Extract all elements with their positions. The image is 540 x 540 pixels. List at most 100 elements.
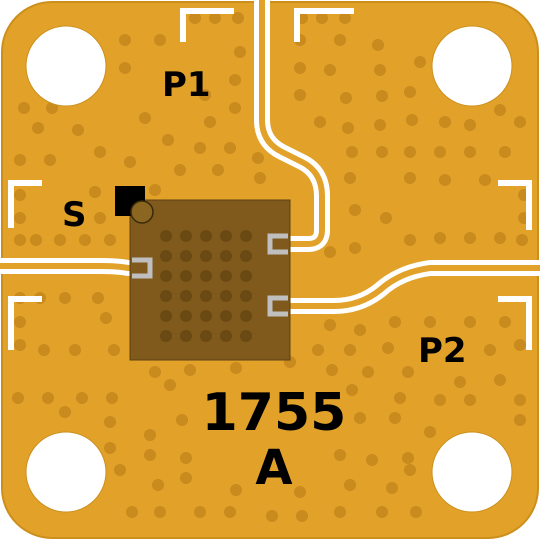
via xyxy=(389,316,401,328)
via xyxy=(234,46,246,58)
via xyxy=(494,374,506,386)
via xyxy=(324,64,336,76)
via xyxy=(162,134,174,146)
via xyxy=(434,394,446,406)
via xyxy=(514,339,526,351)
via xyxy=(354,412,366,424)
label-revision: A xyxy=(255,440,292,496)
mounting-hole-top-right xyxy=(431,25,513,107)
via xyxy=(199,89,211,101)
via xyxy=(154,34,166,46)
via xyxy=(209,12,221,24)
chip-via xyxy=(160,290,172,302)
via xyxy=(349,242,361,254)
via xyxy=(14,234,26,246)
chip-via xyxy=(200,270,212,282)
via xyxy=(464,394,476,406)
via xyxy=(344,479,356,491)
via xyxy=(108,344,120,356)
chip-via xyxy=(200,250,212,262)
via xyxy=(59,406,71,418)
via xyxy=(204,116,216,128)
chip-via xyxy=(240,310,252,322)
via xyxy=(119,62,131,74)
via xyxy=(230,484,242,496)
via xyxy=(514,414,526,426)
chip-via xyxy=(160,230,172,242)
via xyxy=(372,39,384,51)
via xyxy=(349,204,361,216)
via xyxy=(514,116,526,128)
via xyxy=(326,364,338,376)
via xyxy=(46,102,58,114)
via xyxy=(464,146,476,158)
via xyxy=(494,232,506,244)
chip-via xyxy=(220,270,232,282)
via xyxy=(339,12,351,24)
chip-via xyxy=(200,230,212,242)
chip-via xyxy=(220,230,232,242)
via xyxy=(410,506,422,518)
via xyxy=(439,116,451,128)
via xyxy=(344,172,356,184)
via xyxy=(69,344,81,356)
via xyxy=(224,142,236,154)
chip-via xyxy=(240,230,252,242)
via xyxy=(230,362,242,374)
via xyxy=(14,154,26,166)
via xyxy=(104,234,116,246)
via xyxy=(389,412,401,424)
via xyxy=(104,442,116,454)
via xyxy=(149,366,161,378)
via xyxy=(499,316,511,328)
via xyxy=(59,292,71,304)
chip-via xyxy=(180,330,192,342)
chip-via xyxy=(240,290,252,302)
via xyxy=(479,174,491,186)
label-port1: P1 xyxy=(162,65,211,105)
chip-via xyxy=(240,250,252,262)
via xyxy=(366,454,378,466)
via xyxy=(324,319,336,331)
mounting-holes xyxy=(25,25,513,513)
via xyxy=(94,146,106,158)
via xyxy=(14,189,26,201)
chip-via xyxy=(180,230,192,242)
via xyxy=(14,212,26,224)
via xyxy=(380,212,392,224)
via xyxy=(382,342,394,354)
via xyxy=(434,232,446,244)
via xyxy=(312,344,324,356)
via xyxy=(42,392,54,404)
chip-via xyxy=(220,310,232,322)
via xyxy=(44,154,56,166)
via xyxy=(54,234,66,246)
via xyxy=(252,152,264,164)
chip-via xyxy=(200,310,212,322)
via xyxy=(154,506,166,518)
mounting-hole-bottom-left xyxy=(25,431,107,513)
via xyxy=(404,172,416,184)
via xyxy=(514,394,526,406)
keepout-gaps xyxy=(8,8,532,350)
via xyxy=(119,34,131,46)
via xyxy=(354,324,366,336)
via xyxy=(296,510,308,522)
via xyxy=(114,464,126,476)
label-source: S xyxy=(62,195,87,235)
via xyxy=(72,124,84,136)
via xyxy=(334,34,346,46)
rf-traces xyxy=(0,0,540,309)
via xyxy=(294,62,306,74)
via xyxy=(174,164,186,176)
chip-via xyxy=(180,310,192,322)
via xyxy=(516,234,528,246)
via xyxy=(394,392,406,404)
via xyxy=(124,156,136,168)
via xyxy=(464,119,476,131)
pin1-marker-dot xyxy=(130,200,154,224)
mounting-hole-top-left xyxy=(25,25,107,107)
via xyxy=(499,146,511,158)
via xyxy=(346,384,358,396)
via xyxy=(14,339,26,351)
